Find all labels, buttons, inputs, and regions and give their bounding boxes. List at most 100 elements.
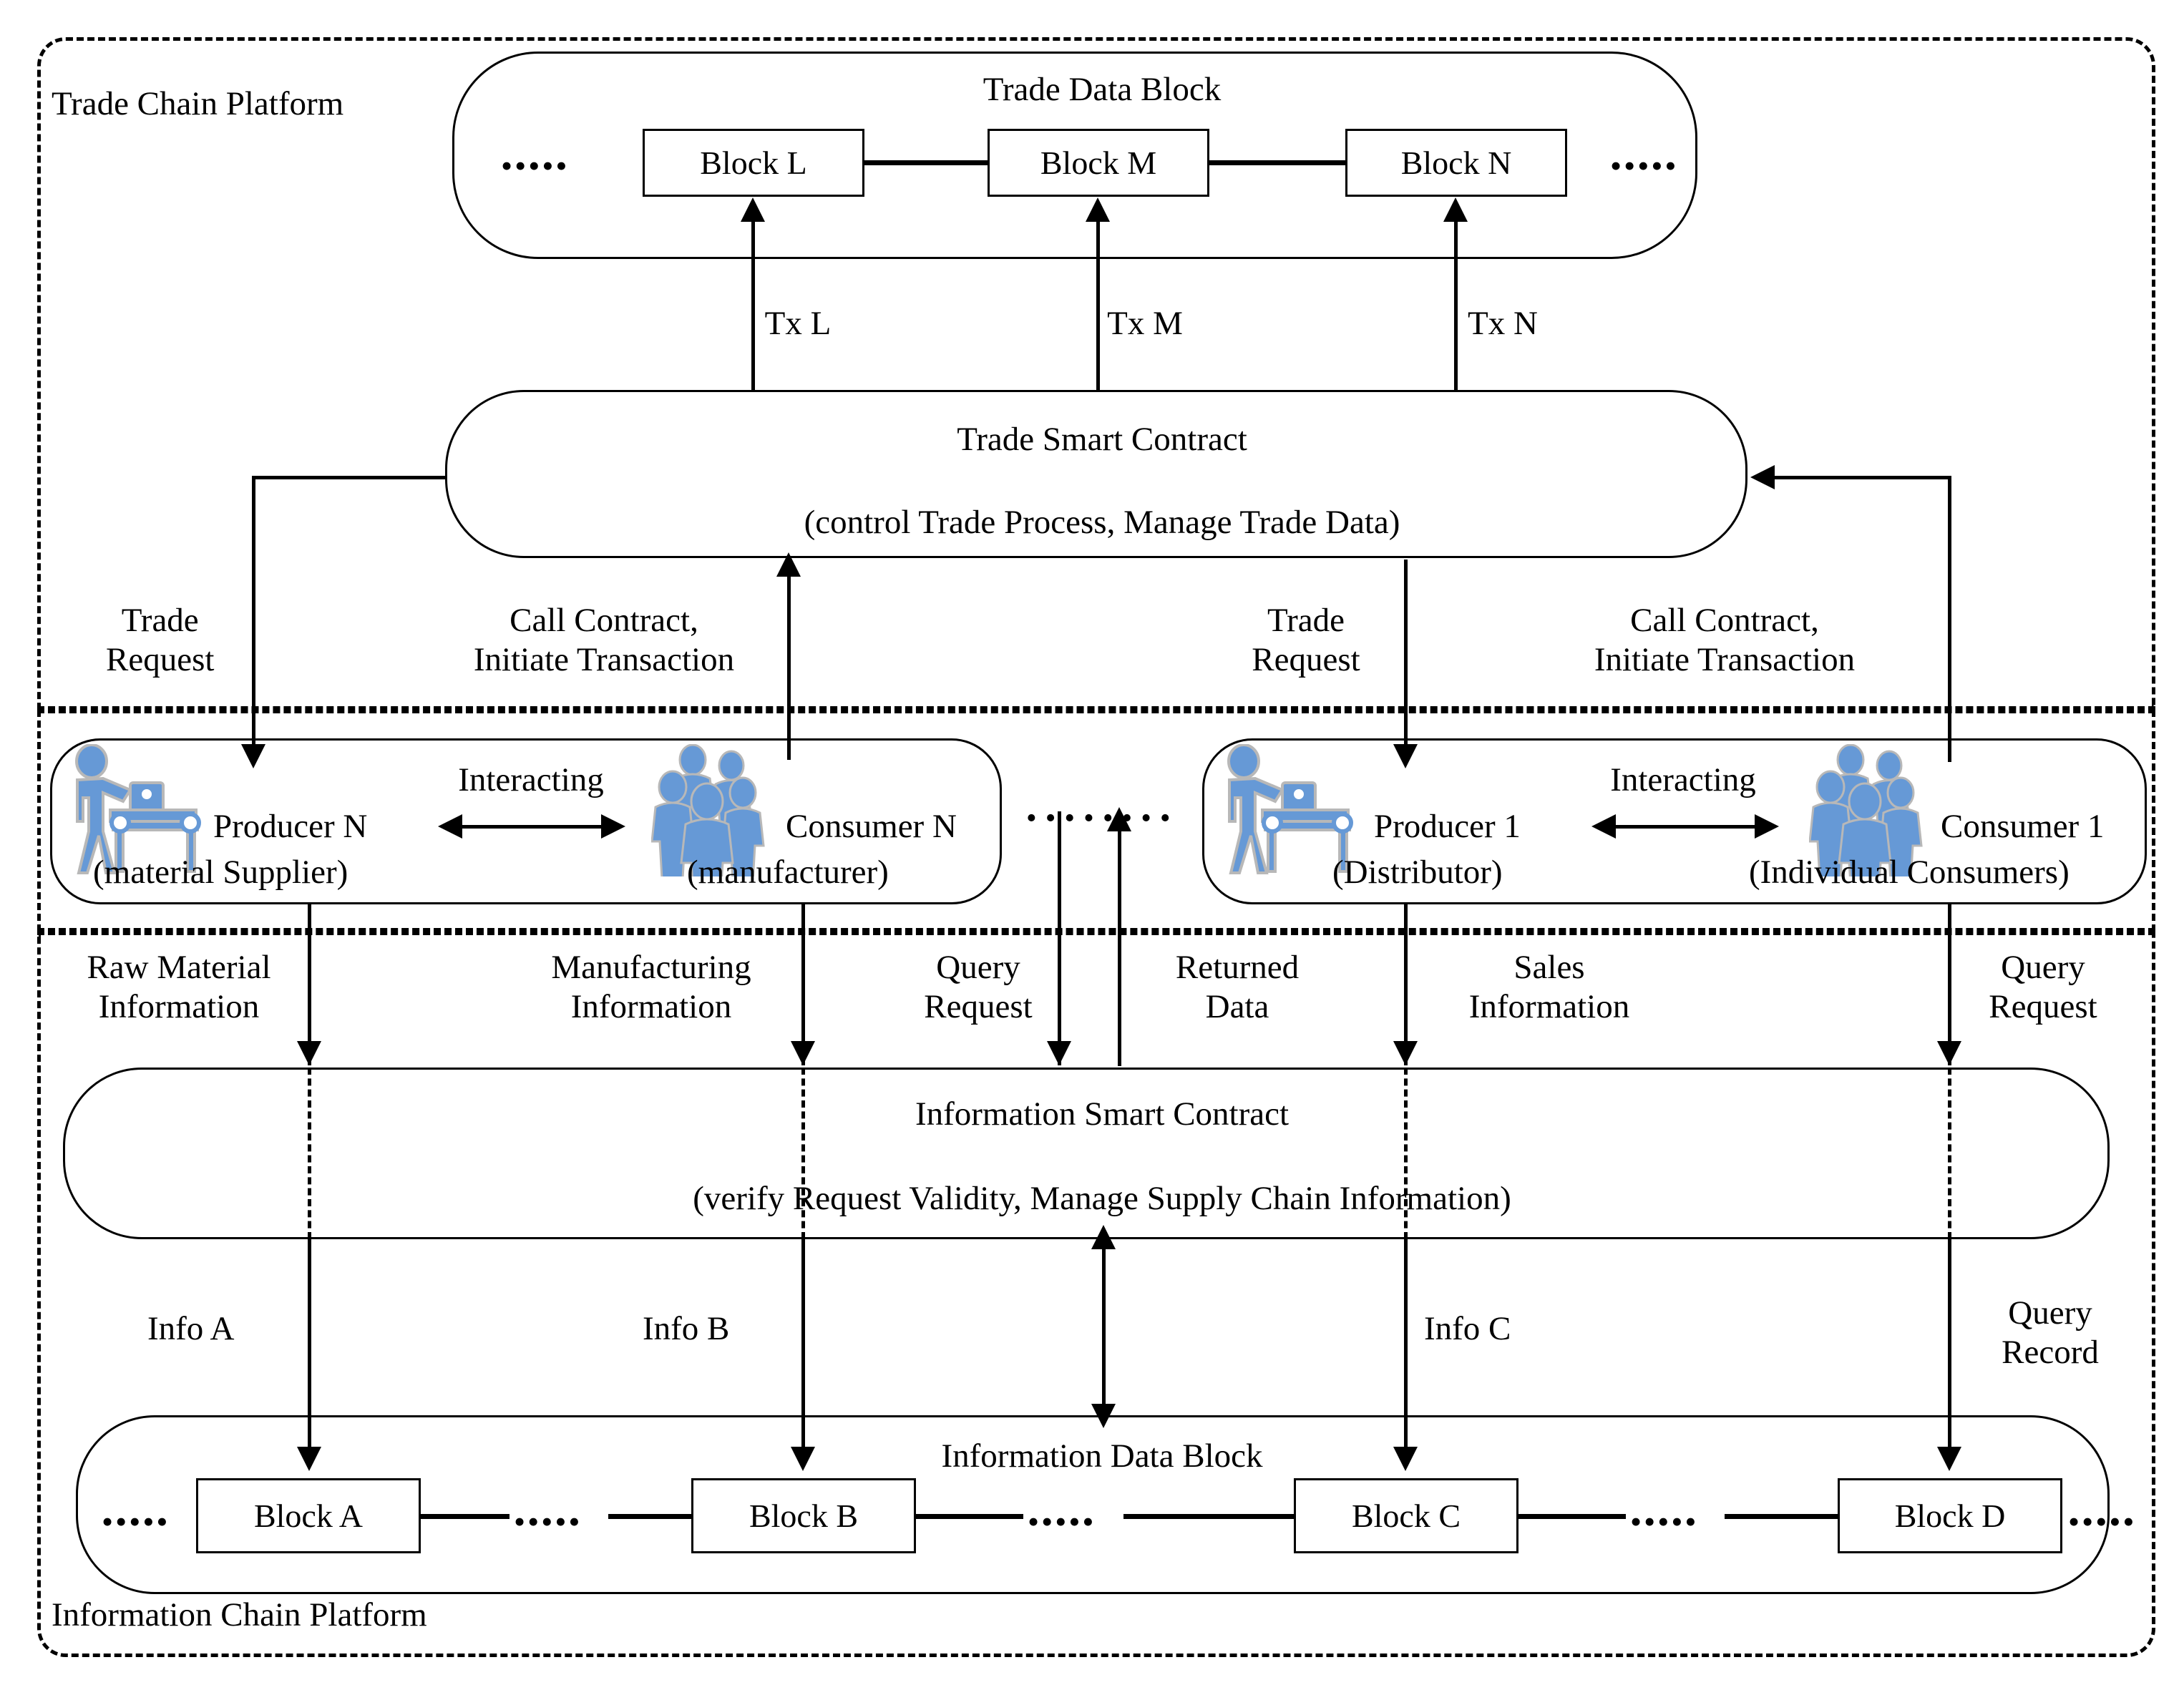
info-a-label: Info A (147, 1310, 235, 1347)
trade-request-right-label: Trade Request (1252, 602, 1360, 679)
actor-group-1 (50, 738, 1002, 904)
info-b-line (801, 1239, 805, 1454)
isc-passthrough-d (1948, 1068, 1951, 1239)
trade-request-left-arrow-icon (241, 744, 265, 768)
call-contract-right-arrow-icon (1750, 465, 1775, 489)
raw-material-line (308, 904, 311, 1065)
call-contract-left-label: Call Contract, Initiate Transaction (473, 602, 735, 679)
information-block-b[interactable]: Block B (691, 1478, 916, 1553)
trade-smart-contract-box[interactable] (445, 390, 1747, 558)
info-block-link-b2 (1123, 1514, 1294, 1519)
info-a-arrow-icon (297, 1447, 321, 1471)
returned-data-arrow-icon (1107, 807, 1131, 831)
query-request-left-label: Query Request (924, 949, 1033, 1026)
manufacturing-arrow-icon (791, 1041, 815, 1065)
consumer-1-name: Consumer N (786, 808, 957, 845)
people-group-icon (651, 744, 794, 876)
information-chain-platform-frame (37, 932, 2155, 1657)
isc-passthrough-b (801, 1068, 805, 1239)
info-blocks-ellipsis-3: ••••• (1630, 1503, 1699, 1540)
trade-blocks-ellipsis-right: ••••• (1610, 147, 1679, 184)
info-blocks-ellipsis-2: ••••• (1028, 1503, 1096, 1540)
tx-l-arrow-icon (741, 197, 765, 222)
raw-material-label: Raw Material Information (87, 949, 271, 1026)
info-c-label: Info C (1424, 1310, 1511, 1347)
isc-to-datablock-arrow-up-icon (1091, 1225, 1116, 1249)
trade-request-right-arrow-icon (1393, 744, 1418, 768)
query-request-right-label: Query Request (1989, 949, 2097, 1026)
trade-smart-contract-title: Trade Smart Contract (957, 421, 1247, 458)
consumer-2-role: (Individual Consumers) (1749, 854, 2070, 891)
query-request-right-line (1948, 904, 1951, 1065)
trade-chain-platform-label: Trade Chain Platform (52, 85, 344, 122)
information-data-block-label: Information Data Block (941, 1437, 1263, 1475)
returned-data-label: Returned Data (1175, 949, 1300, 1026)
information-block-c[interactable]: Block C (1294, 1478, 1518, 1553)
query-request-left-arrow-icon (1047, 1041, 1071, 1065)
sales-information-label: Sales Information (1468, 949, 1630, 1026)
interacting-1-label: Interacting (458, 761, 604, 798)
trade-block-link-lm (864, 160, 988, 165)
info-blocks-ellipsis-0: ••••• (102, 1503, 170, 1540)
call-contract-left-v (787, 572, 791, 760)
trade-block-m[interactable]: Block M (988, 129, 1209, 197)
raw-material-arrow-icon (297, 1041, 321, 1065)
trade-request-left-v (252, 476, 255, 748)
tx-n-arrow-icon (1443, 197, 1468, 222)
manufacturing-label: Manufacturing Information (551, 949, 751, 1026)
query-record-arrow-icon (1937, 1447, 1961, 1471)
producer-2-role: (Distributor) (1332, 854, 1503, 891)
returned-data-line (1118, 830, 1121, 1066)
actor-band-frame (37, 710, 2155, 932)
information-smart-contract-subtitle: (verify Request Validity, Manage Supply … (693, 1180, 1511, 1217)
trade-request-left-h (252, 476, 447, 479)
call-contract-right-label: Call Contract, Initiate Transaction (1594, 602, 1856, 679)
worker-icon (62, 744, 215, 876)
info-blocks-ellipsis-1: ••••• (514, 1503, 582, 1540)
interacting-2-arrow-left-icon (1591, 814, 1616, 839)
sales-information-arrow-icon (1393, 1041, 1418, 1065)
info-blocks-ellipsis-4: ••••• (2068, 1503, 2137, 1540)
info-block-link-c2 (1725, 1514, 1838, 1519)
tx-n-label: Tx N (1468, 305, 1538, 342)
info-b-arrow-icon (791, 1447, 815, 1471)
people-group-icon (1809, 744, 1952, 876)
interacting-1-line (458, 825, 604, 829)
trade-blocks-ellipsis-left: ••••• (501, 147, 570, 184)
tx-n-line (1454, 222, 1458, 391)
producer-1-name: Producer N (213, 808, 368, 845)
query-record-label: Query Record (2002, 1294, 2099, 1372)
information-block-d[interactable]: Block D (1838, 1478, 2062, 1553)
actor-group-2 (1202, 738, 2147, 904)
manufacturing-line (801, 904, 805, 1065)
interacting-2-label: Interacting (1610, 761, 1756, 798)
information-smart-contract-box[interactable] (63, 1068, 2110, 1239)
consumer-1-role: (manufacturer) (687, 854, 889, 891)
isc-passthrough-a (308, 1068, 311, 1239)
interacting-1-arrow-left-icon (438, 814, 462, 839)
query-request-left-line (1058, 811, 1061, 1065)
isc-to-datablock-line (1102, 1246, 1106, 1411)
trade-request-left-label: Trade Request (106, 602, 215, 679)
info-block-link-a1 (421, 1514, 510, 1519)
interacting-2-arrow-right-icon (1755, 814, 1779, 839)
call-contract-right-h (1775, 476, 1951, 479)
trade-data-block-label: Trade Data Block (983, 71, 1222, 108)
trade-block-l[interactable]: Block L (643, 129, 864, 197)
tx-m-arrow-icon (1086, 197, 1110, 222)
information-smart-contract-title: Information Smart Contract (915, 1095, 1290, 1133)
info-block-link-b1 (916, 1514, 1023, 1519)
information-block-a[interactable]: Block A (196, 1478, 421, 1553)
tx-l-line (751, 222, 755, 391)
tx-m-line (1096, 222, 1100, 391)
info-b-label: Info B (643, 1310, 730, 1347)
trade-block-n[interactable]: Block N (1345, 129, 1567, 197)
info-c-arrow-icon (1393, 1447, 1418, 1471)
information-chain-platform-label: Information Chain Platform (52, 1596, 427, 1633)
sales-information-line (1404, 904, 1408, 1065)
call-contract-right-v (1948, 476, 1951, 762)
info-c-line (1404, 1239, 1408, 1454)
interacting-1-arrow-right-icon (601, 814, 625, 839)
information-data-block-group (76, 1415, 2110, 1594)
trade-chain-platform-frame (37, 37, 2155, 710)
